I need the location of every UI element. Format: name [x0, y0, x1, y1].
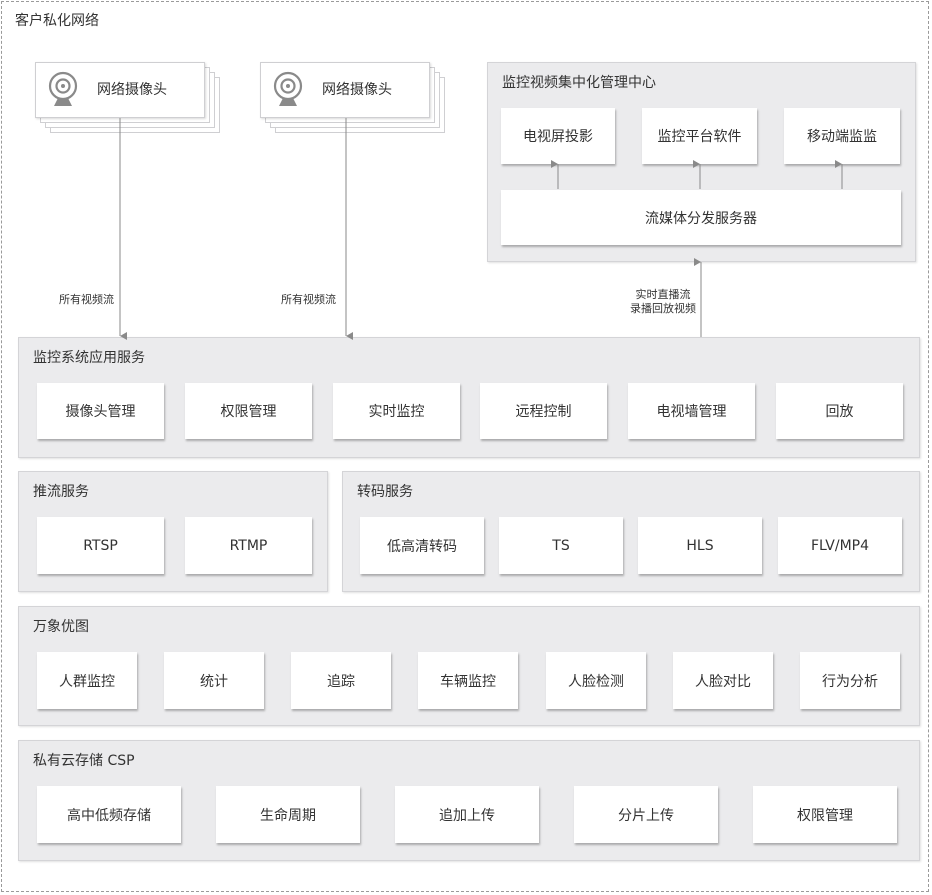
format-item: 低高清转码 — [360, 517, 484, 574]
service-item: 远程控制 — [480, 383, 607, 439]
camera-stack-1: 网络摄像头 — [35, 62, 221, 134]
format-item: TS — [499, 517, 623, 574]
tv-projection-box: 电视屏投影 — [501, 108, 615, 164]
format-item: HLS — [638, 517, 762, 574]
live-stream-label: 实时直播流 — [635, 288, 691, 301]
network-label: 客户私化网络 — [15, 13, 99, 29]
stream-distribution-server-box: 流媒体分发服务器 — [501, 190, 901, 245]
camera-card: 网络摄像头 — [260, 62, 430, 118]
analysis-item: 统计 — [164, 652, 264, 709]
camera-label: 网络摄像头 — [97, 82, 167, 98]
webcam-icon — [48, 71, 78, 106]
format-item: FLV/MP4 — [778, 517, 902, 574]
service-item: 回放 — [776, 383, 903, 439]
analysis-item: 追踪 — [291, 652, 391, 709]
storage-item: 高中低频存储 — [37, 786, 181, 843]
analysis-item: 行为分析 — [800, 652, 900, 709]
analysis-item: 车辆监控 — [418, 652, 518, 709]
storage-item: 权限管理 — [753, 786, 897, 843]
app-services-title: 监控系统应用服务 — [33, 350, 145, 366]
management-center-title: 监控视频集中化管理中心 — [502, 75, 656, 91]
camera-card: 网络摄像头 — [35, 62, 205, 118]
service-item: 实时监控 — [333, 383, 460, 439]
app-services-group: 监控系统应用服务 摄像头管理 权限管理 实时监控 远程控制 电视墙管理 回放 — [18, 337, 920, 458]
transcode-services-title: 转码服务 — [357, 484, 413, 500]
push-services-title: 推流服务 — [33, 484, 89, 500]
service-item: 权限管理 — [185, 383, 312, 439]
storage-item: 生命周期 — [216, 786, 360, 843]
camera-stack-2: 网络摄像头 — [260, 62, 446, 134]
camera-label: 网络摄像头 — [322, 82, 392, 98]
camera-flow-label-1: 所有视频流 — [59, 293, 114, 306]
analysis-item: 人脸检测 — [546, 652, 646, 709]
wanxiang-title: 万象优图 — [33, 619, 89, 635]
webcam-icon — [273, 71, 303, 106]
storage-group: 私有云存储 CSP 高中低频存储 生命周期 追加上传 分片上传 权限管理 — [18, 740, 920, 861]
push-services-group: 推流服务 RTSP RTMP — [18, 471, 328, 592]
playback-video-label: 录播回放视频 — [630, 302, 696, 315]
service-item: 摄像头管理 — [37, 383, 164, 439]
protocol-item: RTMP — [185, 517, 312, 574]
analysis-item: 人群监控 — [37, 652, 137, 709]
uplink-labels: 实时直播流 录播回放视频 — [616, 288, 710, 316]
storage-title: 私有云存储 CSP — [33, 753, 135, 769]
monitoring-platform-box: 监控平台软件 — [642, 108, 757, 164]
service-item: 电视墙管理 — [628, 383, 755, 439]
analysis-item: 人脸对比 — [673, 652, 773, 709]
storage-item: 追加上传 — [395, 786, 539, 843]
mobile-monitoring-box: 移动端监监 — [784, 108, 900, 164]
storage-item: 分片上传 — [574, 786, 718, 843]
protocol-item: RTSP — [37, 517, 164, 574]
wanxiang-group: 万象优图 人群监控 统计 追踪 车辆监控 人脸检测 人脸对比 行为分析 — [18, 606, 920, 726]
camera-flow-label-2: 所有视频流 — [281, 293, 336, 306]
management-center: 监控视频集中化管理中心 电视屏投影 监控平台软件 移动端监监 流媒体分发服务器 — [487, 62, 916, 262]
transcode-services-group: 转码服务 低高清转码 TS HLS FLV/MP4 — [342, 471, 920, 592]
